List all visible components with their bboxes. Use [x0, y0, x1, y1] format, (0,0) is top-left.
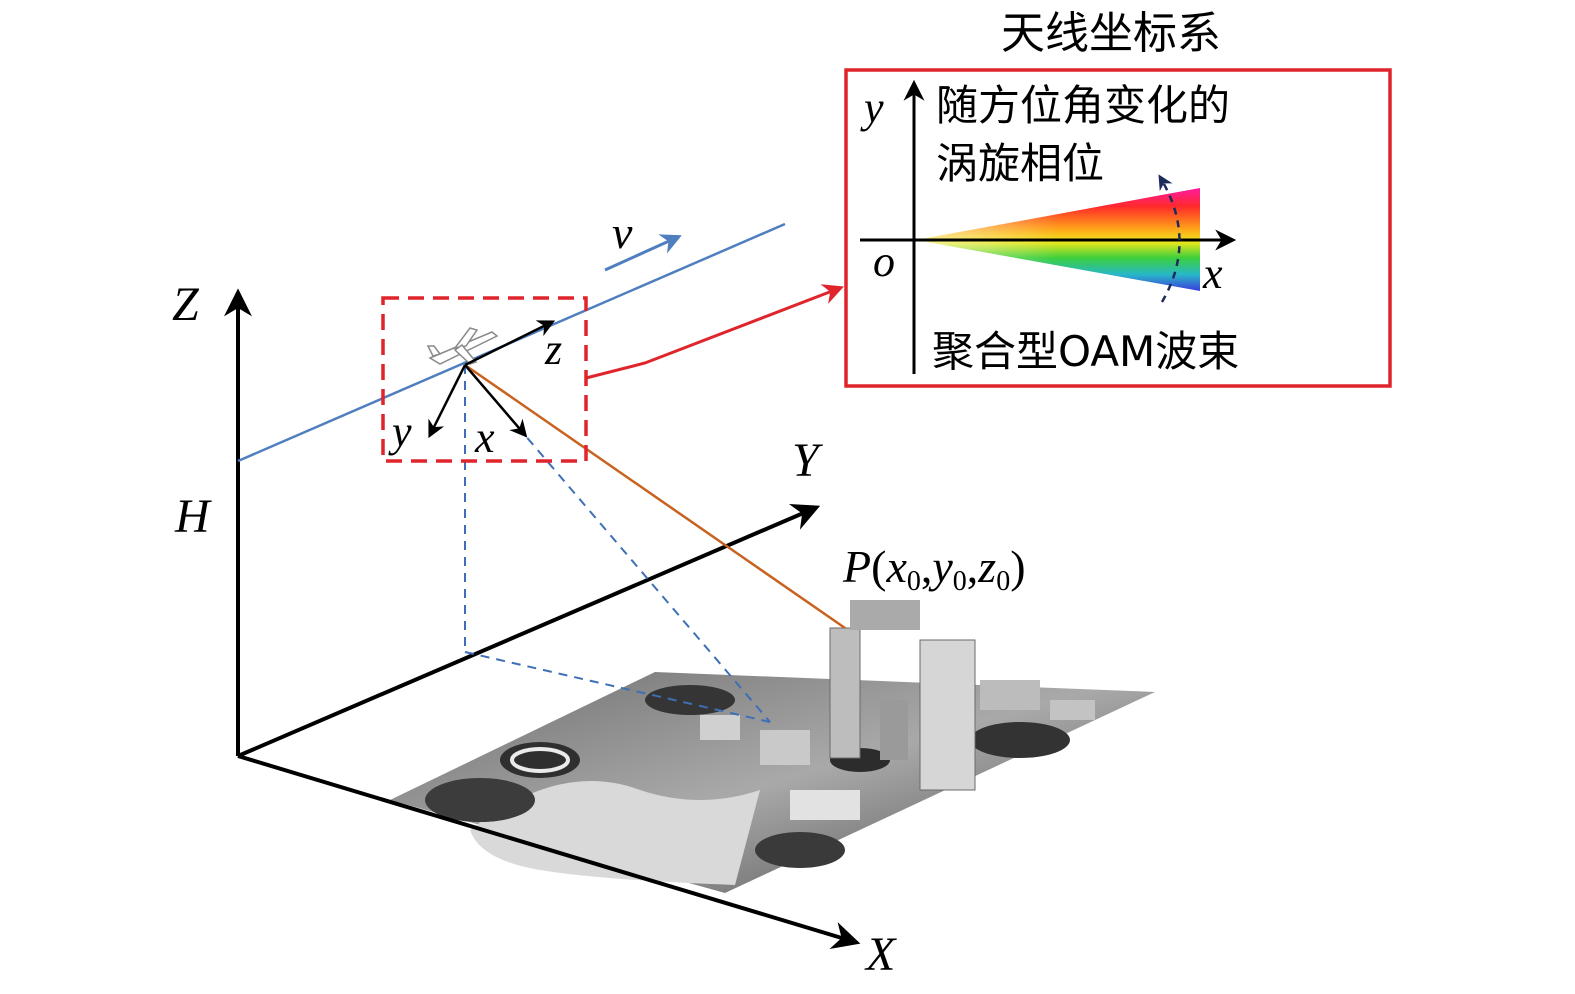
- slant-range-line: [464, 363, 846, 630]
- inset-y-label: y: [860, 83, 884, 132]
- aircraft-highlight-box: [381, 296, 588, 463]
- aircraft-icon: [426, 327, 499, 365]
- svg-text:P(x0,y0,z0): P(x0,y0,z0): [842, 541, 1026, 597]
- beam-label: 聚合型OAM波束: [932, 327, 1239, 376]
- velocity-label: v: [612, 207, 633, 258]
- body-y-label: y: [388, 407, 412, 456]
- antenna-coordinate-inset: 天线坐标系 随方位角变化的 涡旋相位 聚合型OAM波束 y x o: [844, 8, 1392, 388]
- inset-x-label: x: [1202, 249, 1223, 298]
- ground-scene-image: [390, 600, 1155, 893]
- height-label: H: [174, 490, 212, 543]
- inset-title: 天线坐标系: [1001, 8, 1221, 59]
- world-axes: [224, 288, 861, 949]
- target-point-label: P(x0,y0,z0): [842, 541, 1026, 597]
- y-axis-label: Y: [792, 434, 823, 487]
- inset-origin-label: o: [873, 237, 895, 286]
- body-z-label: z: [544, 325, 562, 374]
- x-axis-label: X: [864, 928, 897, 981]
- inset-connector-arrow: [585, 284, 844, 380]
- velocity-arrow: [604, 234, 682, 272]
- ground-projection-lines: [464, 364, 771, 723]
- phase-label-line2: 涡旋相位: [936, 139, 1104, 188]
- phase-label-line1: 随方位角变化的: [936, 81, 1230, 130]
- z-axis-label: Z: [172, 278, 200, 331]
- y-axis: [237, 503, 821, 758]
- body-x-label: x: [474, 413, 495, 462]
- vortex-phase-arc: [1158, 174, 1181, 303]
- x-axis: [237, 754, 861, 949]
- body-axes: [428, 320, 556, 439]
